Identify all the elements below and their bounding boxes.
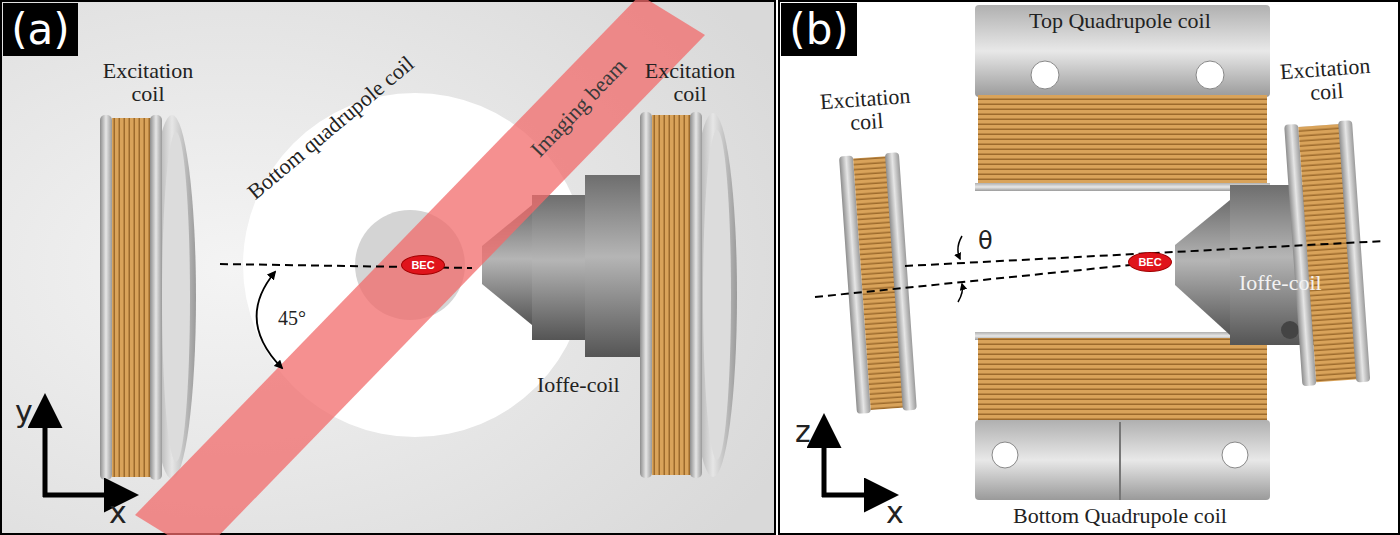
node-text: BEC — [1138, 256, 1161, 268]
angle-label: 45° — [278, 308, 306, 329]
panel-tag: (a) — [3, 3, 78, 56]
coil-label: Top Quadrupole coil — [1029, 9, 1211, 32]
axis-label: x — [109, 497, 127, 529]
coil-label: Ioffe-coil — [537, 373, 620, 396]
coil-label: Excitation coil — [805, 83, 928, 137]
axis-label: z — [795, 416, 811, 448]
coil-label: Excitation coil — [88, 59, 208, 105]
node-text: (a) — [11, 5, 70, 54]
node-text: (b) — [789, 5, 848, 54]
node-text: BEC — [411, 259, 434, 271]
coil-label: Bottom Quadrupole coil — [1013, 504, 1227, 527]
panel-tag: (b) — [781, 3, 857, 56]
angle-label: θ — [978, 229, 993, 254]
coil-label: Excitation coil — [630, 59, 750, 105]
coil-label: Excitation coil — [1265, 53, 1388, 107]
axis-label: y — [15, 396, 33, 428]
bec-ellipse: BEC — [1128, 252, 1172, 272]
axis-label: x — [886, 497, 904, 529]
coil-label: Ioffe-coil — [1239, 271, 1322, 294]
bec-ellipse: BEC — [401, 255, 445, 275]
